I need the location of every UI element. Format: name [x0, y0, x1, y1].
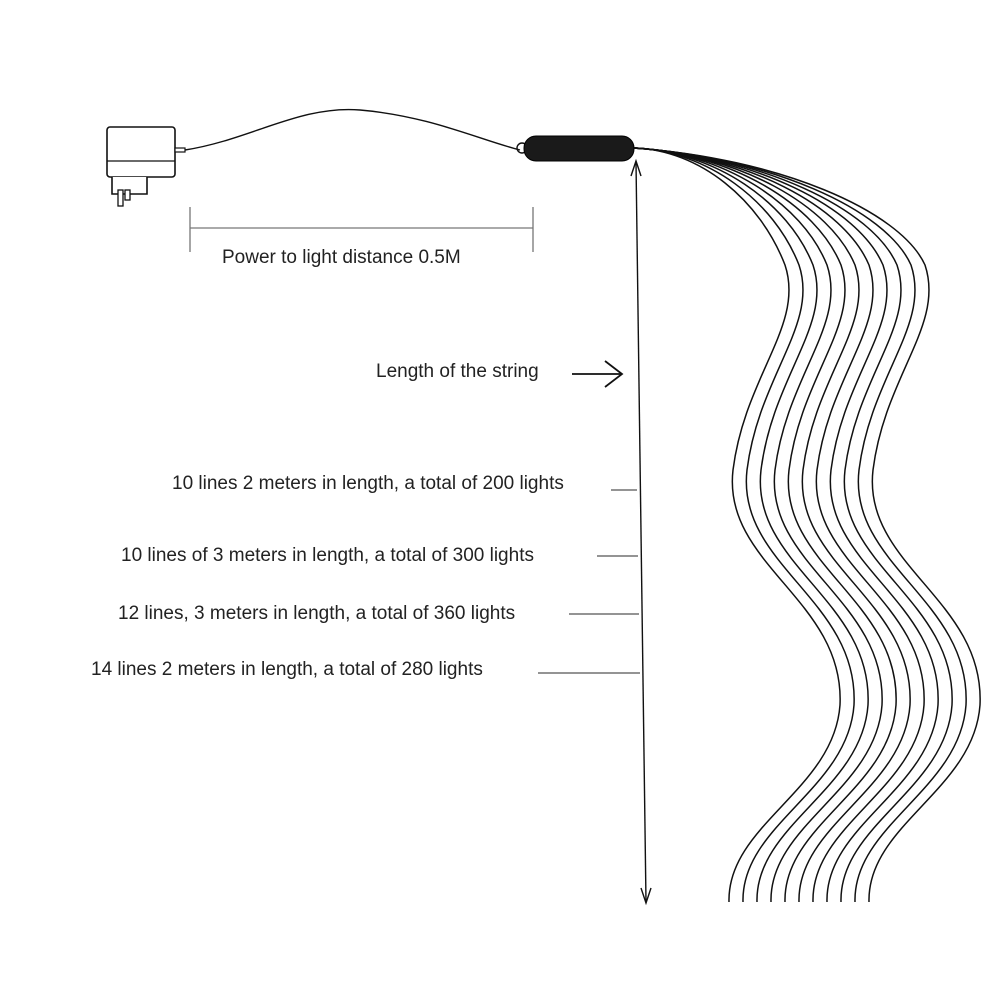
spec-option-1: 10 lines 2 meters in length, a total of …	[172, 473, 564, 494]
power-distance-label: Power to light distance 0.5M	[222, 247, 461, 268]
light-strand	[633, 147, 855, 903]
spec-leaders	[538, 489, 640, 674]
spec-option-4: 14 lines 2 meters in length, a total of …	[91, 659, 483, 680]
spec-option-3: 12 lines, 3 meters in length, a total of…	[118, 603, 516, 624]
string-length-dimension	[630, 158, 652, 906]
light-strand	[633, 147, 911, 903]
light-strand	[633, 147, 967, 903]
light-strand	[633, 147, 883, 903]
power-distance-dimension	[189, 207, 534, 252]
light-strand	[633, 147, 939, 903]
spec-option-2: 10 lines of 3 meters in length, a total …	[121, 545, 534, 566]
power-adapter-icon	[106, 126, 186, 207]
light-strand	[633, 147, 981, 903]
light-strand	[633, 147, 897, 903]
controller-box	[523, 135, 635, 162]
light-strand	[633, 147, 841, 903]
light-strand	[633, 147, 953, 903]
power-cable	[184, 108, 521, 151]
string-length-label: Length of the string	[376, 361, 539, 382]
light-strand	[633, 147, 925, 903]
light-strand	[633, 147, 869, 903]
light-strands	[633, 147, 981, 903]
right-arrow-icon	[572, 360, 624, 388]
